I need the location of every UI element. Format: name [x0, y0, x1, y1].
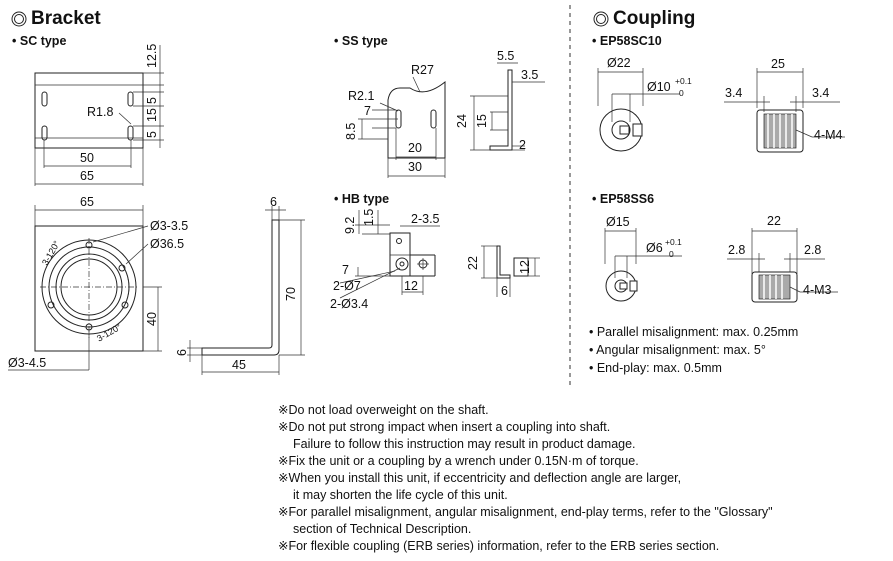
- ep58sc10-text: EP58SC10: [599, 34, 662, 48]
- note-1: ※Do not load overweight on the shaft.: [278, 403, 489, 417]
- ss-dim-5-5: 5.5: [497, 49, 515, 63]
- hb-dim-12: 12: [404, 279, 418, 293]
- ss6-tol-low: 0: [669, 249, 674, 259]
- sc10-dim-4-m4: 4-M4: [814, 128, 843, 142]
- bracket-heading-icon: [11, 11, 27, 27]
- ss-type-text: SS type: [341, 34, 388, 48]
- bracket-title: Bracket: [31, 8, 101, 29]
- ss-type-label: • SS type: [334, 34, 388, 48]
- ep58sc10-drawing: [597, 68, 845, 153]
- side-dim-6b: 6: [175, 349, 189, 356]
- sc10-dim-phi10: Ø10: [647, 80, 671, 94]
- ep58ss6-label: • EP58SS6: [592, 192, 655, 206]
- front-dim-phi36-5: Ø36.5: [150, 237, 185, 251]
- ss6-dim-2-8b: 2.8: [804, 243, 822, 257]
- hb-type-drawing: [339, 210, 540, 299]
- ss-dim-7: 7: [364, 104, 371, 118]
- ss-dim-r27: R27: [411, 63, 434, 77]
- front-dim-65: 65: [80, 195, 94, 209]
- ss-type-drawing: [358, 62, 545, 178]
- sc-type-text: SC type: [19, 34, 67, 48]
- sc10-dim-3-4b: 3.4: [812, 86, 830, 100]
- coupling-heading-icon: [593, 11, 609, 27]
- note-2-cont: Failure to follow this instruction may r…: [293, 437, 636, 451]
- ep58ss6-drawing: [604, 228, 838, 303]
- sc-type-label: • SC type: [12, 34, 67, 48]
- sc-dim-50: 50: [80, 151, 94, 165]
- ss-dim-r2-1: R2.1: [348, 89, 375, 103]
- ss6-dim-phi15: Ø15: [606, 215, 630, 229]
- hb-dim-6: 6: [501, 284, 508, 298]
- sc-type-drawing: [34, 45, 164, 186]
- ss-dim-2: 2: [519, 138, 526, 152]
- ep58ss6-text: EP58SS6: [599, 192, 655, 206]
- ss-dim-3-5: 3.5: [521, 68, 539, 82]
- sc10-phi10-text: Ø10: [647, 80, 671, 94]
- sc10-tol-up: +0.1: [675, 76, 692, 86]
- hb-dim-2-phi3-4: 2-Ø3.4: [330, 297, 369, 311]
- ss-dim-20: 20: [408, 141, 422, 155]
- side-dim-6: 6: [270, 195, 277, 209]
- spec-angular: • Angular misalignment: max. 5°: [589, 343, 766, 357]
- side-dim-45: 45: [232, 358, 246, 372]
- ss6-dim-4-m3: 4-M3: [803, 283, 832, 297]
- hb-dim-22: 22: [466, 256, 480, 270]
- ss6-dim-2-8a: 2.8: [728, 243, 746, 257]
- note-6: ※For flexible coupling (ERB series) info…: [278, 539, 720, 553]
- ss6-dim-22: 22: [767, 214, 781, 228]
- ss-dim-30: 30: [408, 160, 422, 174]
- note-5: ※For parallel misalignment, angular misa…: [278, 505, 773, 519]
- front-dim-phi3-4-5: Ø3-4.5: [8, 356, 47, 370]
- bracket-front-drawing: [8, 205, 162, 371]
- sc-dim-r1-8: R1.8: [87, 105, 114, 119]
- ss6-phi6-text: Ø6: [646, 241, 663, 255]
- sc-dim-65: 65: [80, 169, 94, 183]
- front-dim-phi3-3-5: Ø3-3.5: [150, 219, 189, 233]
- hb-dim-2-phi7: 2-Ø7: [333, 279, 361, 293]
- ep58sc10-label: • EP58SC10: [592, 34, 662, 48]
- hb-dim-2-3-5: 2-3.5: [411, 212, 440, 226]
- sc10-dim-phi22: Ø22: [607, 56, 631, 70]
- sc-dim-12-5: 12.5: [145, 43, 159, 68]
- sc-dim-5a: 5: [145, 97, 159, 104]
- sc10-dim-3-4a: 3.4: [725, 86, 743, 100]
- ss6-dim-phi6: Ø6: [646, 241, 663, 255]
- ss-dim-8-5: 8.5: [344, 122, 358, 140]
- hb-type-label: • HB type: [334, 192, 390, 206]
- hb-type-text: HB type: [341, 192, 390, 206]
- note-2: ※Do not put strong impact when insert a …: [278, 420, 611, 434]
- sc-dim-5b: 5: [145, 131, 159, 138]
- hb-dim-12b: 12: [518, 260, 532, 274]
- bracket-side-drawing: [187, 206, 305, 375]
- hb-dim-7: 7: [342, 263, 349, 277]
- coupling-title: Coupling: [613, 8, 696, 29]
- note-4: ※When you install this unit, if eccentri…: [278, 471, 682, 485]
- ss6-tol-up: +0.1: [665, 237, 682, 247]
- ss-dim-24: 24: [455, 114, 469, 128]
- hb-dim-9-2: 9.2: [343, 216, 357, 234]
- spec-end-play: • End-play: max. 0.5mm: [589, 361, 722, 375]
- front-dim-40: 40: [145, 312, 159, 326]
- note-5-cont: section of Technical Description.: [293, 522, 472, 536]
- note-4-cont: it may shorten the life cycle of this un…: [293, 488, 508, 502]
- ss-dim-15: 15: [475, 114, 489, 128]
- sc10-dim-25: 25: [771, 57, 785, 71]
- sc10-tol-low: 0: [679, 88, 684, 98]
- spec-parallel: • Parallel misalignment: max. 0.25mm: [589, 325, 799, 339]
- note-3: ※Fix the unit or a coupling by a wrench …: [278, 454, 639, 468]
- sc-dim-15: 15: [145, 108, 159, 122]
- side-dim-70: 70: [284, 287, 298, 301]
- hb-dim-1-5: 1.5: [362, 208, 376, 226]
